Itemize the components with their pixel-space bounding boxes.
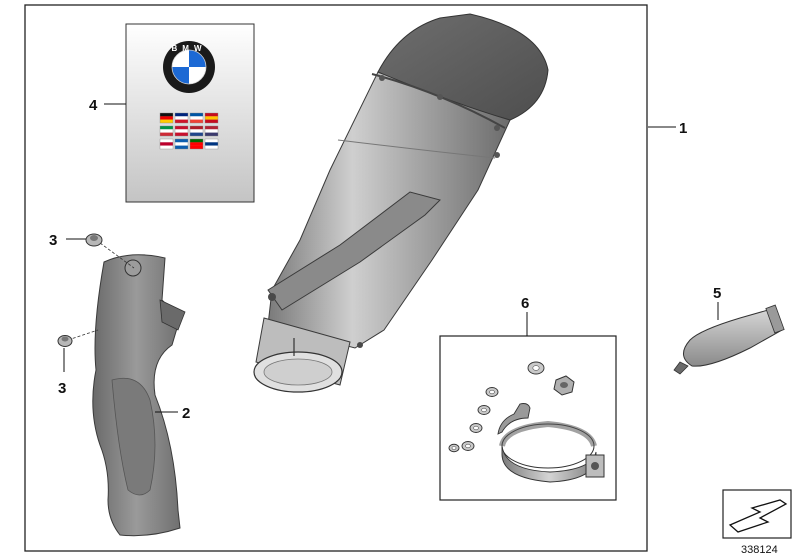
flag-stripe (175, 129, 188, 133)
flag-stripe (205, 116, 218, 120)
callout-3-lower: 3 (58, 380, 66, 397)
flag-border (204, 125, 219, 137)
silencer-mid-band (337, 139, 496, 159)
nut (553, 375, 575, 396)
mounting-kit-frame (439, 335, 617, 501)
heat-shield-hole (124, 259, 142, 277)
callout-4: 4 (89, 97, 98, 114)
flag-stripe (175, 132, 188, 136)
washer-hole (481, 407, 487, 413)
silencer-bracket (267, 191, 441, 311)
paste-tube-crimp (765, 304, 785, 334)
flag-stripe (205, 126, 218, 130)
flag-stripe (160, 142, 173, 146)
washer-hole (489, 389, 495, 395)
flag-stripe (190, 113, 203, 117)
orientation-arrow-icon (728, 499, 788, 533)
rivet (437, 94, 443, 100)
rivet (379, 75, 385, 81)
flag-border (174, 125, 189, 137)
flag-stripe (205, 119, 218, 123)
silencer-inlet-inner (263, 358, 333, 386)
flag-border (159, 138, 174, 150)
flag-stripe (190, 119, 203, 123)
flag-border (189, 112, 204, 124)
flag-stripe (205, 113, 218, 117)
mounting-kit-part[interactable] (439, 335, 617, 501)
flag-stripe (190, 132, 203, 136)
flag-stripe (175, 145, 188, 149)
rivet (494, 152, 500, 158)
callout-1: 1 (679, 120, 687, 137)
flag-stripe (160, 119, 173, 123)
flag-stripe (190, 116, 203, 120)
flag-border (189, 125, 204, 137)
bmw-logo-text: BMW (172, 44, 207, 53)
heat-shield-tab (159, 299, 186, 331)
rivet (494, 125, 500, 131)
flag-stripe (175, 142, 188, 146)
manual-part[interactable]: BMW (125, 23, 255, 203)
flag-stripe (190, 126, 203, 130)
washers (448, 361, 545, 453)
flag-stripe (205, 145, 218, 149)
flag-stripe (175, 113, 188, 117)
diagram-id-stamp: 338124 (722, 489, 792, 556)
flag-stripe (160, 113, 173, 117)
washer-hole (473, 425, 479, 431)
screw-axis (95, 239, 135, 269)
flag-stripe (175, 126, 188, 130)
flag-stripe (190, 145, 203, 149)
flag-stripe (160, 126, 173, 130)
flag-border (159, 125, 174, 137)
flag-border (174, 112, 189, 124)
clamp (497, 403, 605, 483)
paste-tube-part[interactable] (673, 304, 785, 375)
callout-3-upper: 3 (49, 232, 57, 249)
bracket-bolt (268, 293, 276, 301)
flag-border (204, 138, 219, 150)
flag-stripe (160, 116, 173, 120)
heat-shield-recess (111, 377, 156, 496)
flag-stripe (205, 139, 218, 143)
silencer-part[interactable] (253, 13, 549, 393)
diagram-frame (24, 4, 648, 552)
paste-tube-nozzle (673, 361, 689, 375)
flag-stripe (205, 132, 218, 136)
paste-tube-body (683, 307, 783, 367)
washer-hole (451, 446, 457, 450)
washer-hole (532, 365, 540, 371)
flag-stripe (175, 116, 188, 120)
flag-border (174, 138, 189, 150)
screw-upper-part[interactable] (85, 233, 103, 247)
flag-border (189, 138, 204, 150)
flag-stripe (205, 142, 218, 146)
bmw-logo: BMW (163, 41, 215, 93)
screw-axis (67, 329, 99, 341)
callout-5: 5 (713, 285, 721, 302)
callout-2: 2 (182, 405, 190, 422)
flag-stripe (190, 142, 203, 146)
callout-6: 6 (521, 295, 529, 312)
flag-stripe (160, 132, 173, 136)
flag-stripe (175, 139, 188, 143)
flag-stripe (160, 139, 173, 143)
bracket-bolt (357, 342, 363, 348)
flag-stripe (160, 145, 173, 149)
flag-stripe (175, 119, 188, 123)
flag-border (204, 112, 219, 124)
flag-stripe (160, 129, 173, 133)
screw-lower-part[interactable] (57, 335, 73, 347)
diagram-id: 338124 (741, 544, 778, 556)
heat-shield-part[interactable] (67, 239, 186, 537)
silencer-end-cap (377, 13, 549, 121)
flag-border (159, 112, 174, 124)
flag-stripe (190, 139, 203, 143)
washer-hole (465, 443, 471, 449)
flag-stripe (190, 129, 203, 133)
language-flags (159, 112, 219, 150)
flag-stripe (205, 129, 218, 133)
